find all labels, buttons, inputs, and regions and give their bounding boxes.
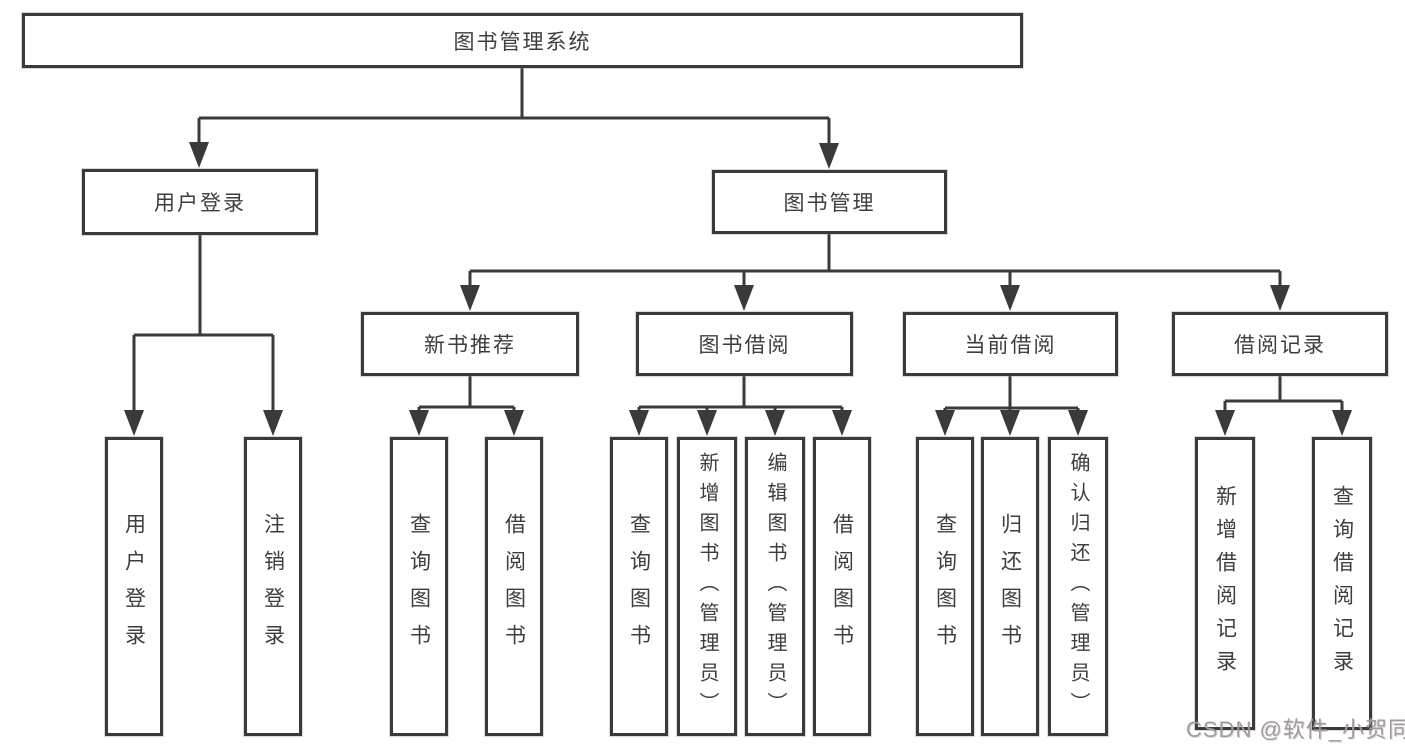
connector-book-borrow-children — [637, 376, 844, 418]
arrowheads-book-borrow-children — [629, 410, 852, 436]
leaf-nb-query-books-label: 查询图书 — [407, 512, 431, 661]
connector-book-mgmt-to-level3 — [468, 234, 1282, 293]
node-root: 图书管理系统 — [22, 13, 1023, 68]
leaf-bb-add-books-label: 新增图书（管理员） — [696, 451, 718, 722]
arrowheads-current-borrow-children — [935, 410, 1088, 436]
leaf-bb-borrow-books: 借阅图书 — [813, 437, 871, 736]
leaf-cb-return-books: 归还图书 — [981, 437, 1039, 736]
node-book-borrow: 图书借阅 — [636, 312, 853, 376]
leaf-nb-borrow-books-label: 借阅图书 — [502, 512, 526, 661]
arrowheads-borrow-records-children — [1215, 410, 1352, 436]
leaf-bb-edit-books: 编辑图书（管理员） — [745, 437, 805, 736]
leaf-cb-query-books-label: 查询图书 — [933, 512, 957, 661]
leaf-bb-borrow-books-label: 借阅图书 — [830, 512, 854, 661]
leaf-bb-edit-books-label: 编辑图书（管理员） — [764, 451, 786, 722]
leaf-bb-query-books-label: 查询图书 — [627, 512, 651, 661]
node-current-borrow: 当前借阅 — [903, 312, 1118, 376]
leaf-logout-label: 注销登录 — [261, 512, 285, 661]
arrowheads-root-to-level2 — [189, 142, 839, 169]
leaf-br-query-record-label: 查询借阅记录 — [1330, 484, 1354, 683]
leaf-nb-borrow-books: 借阅图书 — [485, 437, 543, 736]
leaf-user-login-label: 用户登录 — [122, 512, 146, 661]
node-borrow-records: 借阅记录 — [1172, 312, 1388, 376]
leaf-logout: 注销登录 — [244, 437, 302, 736]
leaf-br-add-record-label: 新增借阅记录 — [1213, 484, 1237, 683]
leaf-cb-query-books: 查询图书 — [916, 437, 974, 736]
leaf-bb-add-books: 新增图书（管理员） — [677, 437, 737, 736]
node-new-books: 新书推荐 — [361, 312, 579, 376]
leaf-br-add-record: 新增借阅记录 — [1195, 437, 1255, 730]
arrowheads-new-books-children — [409, 410, 524, 436]
leaf-cb-return-books-label: 归还图书 — [998, 512, 1022, 661]
node-book-mgmt: 图书管理 — [712, 170, 947, 234]
leaf-cb-confirm-return-label: 确认归还（管理员） — [1067, 451, 1089, 722]
leaf-br-query-record: 查询借阅记录 — [1312, 437, 1372, 730]
leaf-bb-query-books: 查询图书 — [610, 437, 668, 736]
leaf-user-login: 用户登录 — [105, 437, 163, 736]
connector-root-to-level2 — [197, 68, 831, 151]
connector-new-books-children — [417, 376, 516, 418]
connector-borrow-records-children — [1223, 376, 1344, 418]
arrowheads-user-login-children — [124, 410, 283, 436]
leaf-cb-confirm-return: 确认归还（管理员） — [1048, 437, 1108, 736]
leaf-nb-query-books: 查询图书 — [390, 437, 448, 736]
connector-user-login-children — [132, 235, 275, 418]
watermark: CSDN @软件_小贺同学 — [1186, 717, 1405, 742]
arrowheads-book-mgmt-to-level3 — [460, 285, 1290, 311]
node-user-login: 用户登录 — [82, 169, 318, 235]
